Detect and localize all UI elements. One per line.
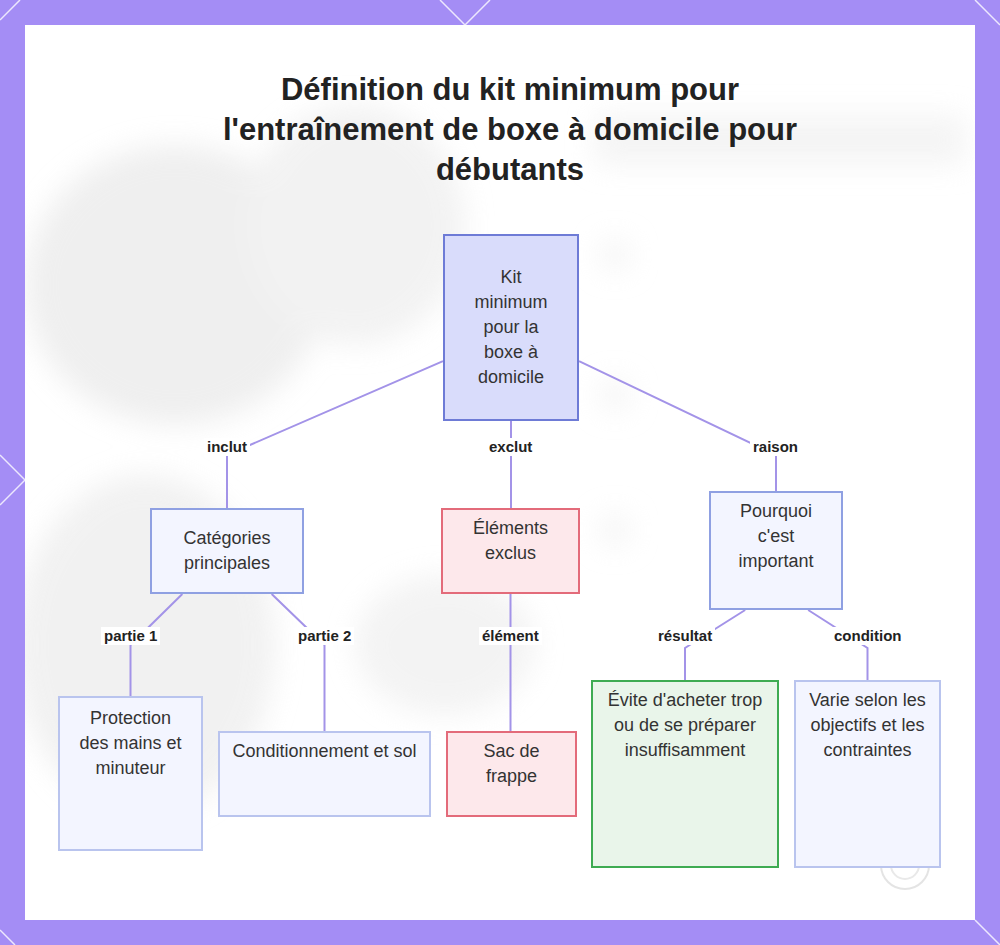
reason-box: Pourquoi c'est important [709,491,843,610]
edge-label: raison [750,438,801,456]
edge-label: partie 2 [295,627,354,645]
connector-line [131,594,183,696]
connector-line [510,594,512,731]
node-text: Conditionnement et sol [232,739,416,764]
result-box: Évite d'acheter trop ou de se préparer i… [591,680,779,868]
node-text: Pourquoi c'est important [721,499,831,574]
node-text: Catégories principales [162,526,292,576]
edge-label: inclut [204,438,250,456]
connector-line [685,610,745,680]
connector-line [272,594,325,731]
edge-label: résultat [655,627,715,645]
connector-line [227,361,443,508]
connector-line [579,361,776,491]
diagram-title: Définition du kit minimum pour l'entraîn… [220,70,800,190]
edge-label: exclut [486,438,535,456]
node-text: Éléments exclus [451,516,570,566]
category-box: Catégories principales [150,508,304,594]
condition-box: Varie selon les objectifs et les contrai… [794,680,941,868]
node-text: Protection des mains et minuteur [74,706,187,781]
node-text: Sac de frappe [458,739,565,789]
edge-label: partie 1 [101,627,160,645]
leaf-box: Protection des mains et minuteur [58,696,203,851]
edge-label: condition [831,627,905,645]
edge-label: élément [479,627,542,645]
connector-line [808,610,867,680]
connector-line [510,421,512,508]
leaf-box: Conditionnement et sol [218,731,431,817]
excluded-box: Éléments exclus [441,508,580,594]
excluded-item-box: Sac de frappe [446,731,577,817]
node-text: Varie selon les objectifs et les contrai… [808,688,927,763]
node-text: Kit minimum pour la boxe à domicile [465,265,557,390]
root-box: Kit minimum pour la boxe à domicile [443,234,579,421]
node-text: Évite d'acheter trop ou de se préparer i… [603,688,767,763]
